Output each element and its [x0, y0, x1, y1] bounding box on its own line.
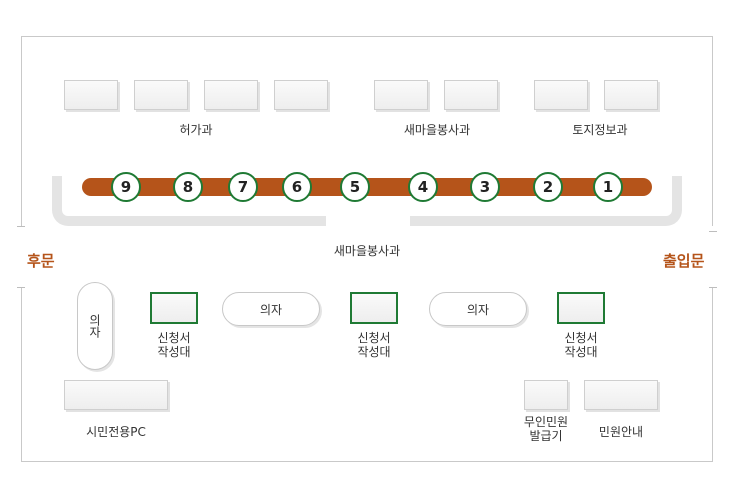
office-desk [374, 80, 428, 110]
window-9: 9 [111, 172, 141, 202]
wall-tick [709, 231, 717, 232]
citizen-pc-desk [64, 380, 168, 410]
window-5: 5 [340, 172, 370, 202]
window-1: 1 [593, 172, 623, 202]
window-6: 6 [282, 172, 312, 202]
window-2: 2 [533, 172, 563, 202]
room-wall-top [21, 36, 713, 226]
citizen-pc-label: 시민전용PC [86, 425, 146, 439]
office-desk [604, 80, 658, 110]
office-desk [134, 80, 188, 110]
chair-label: 의자 [87, 314, 102, 338]
counter-label: 새마을봉사과 [333, 244, 401, 258]
chair-label: 의자 [259, 302, 283, 317]
entrance-label: 출입문 [663, 252, 705, 270]
window-7: 7 [228, 172, 258, 202]
chair-horizontal: 의자 [429, 292, 527, 326]
wall-tick [17, 287, 25, 288]
form-desk-label: 신청서 작성대 [344, 331, 404, 359]
window-3: 3 [470, 172, 500, 202]
form-desk-label-line: 작성대 [564, 345, 598, 359]
info-desk [584, 380, 658, 410]
window-8: 8 [173, 172, 203, 202]
form-desk-label-line: 신청서 [564, 331, 598, 345]
chair-vertical: 의자 [77, 282, 113, 370]
form-desk-label-line: 신청서 [357, 331, 391, 345]
form-desk-label: 신청서 작성대 [551, 331, 611, 359]
office-desk [444, 80, 498, 110]
form-desk [150, 292, 198, 324]
counter-opening [326, 212, 410, 228]
wall-tick [709, 287, 717, 288]
form-desk-label-line: 작성대 [157, 345, 191, 359]
office-desk [64, 80, 118, 110]
rear-gate-label: 후문 [27, 252, 55, 270]
kiosk-label-line: 발급기 [529, 429, 563, 443]
form-desk-label: 신청서 작성대 [144, 331, 204, 359]
form-desk [350, 292, 398, 324]
form-desk-label-line: 신청서 [157, 331, 191, 345]
chair-horizontal: 의자 [222, 292, 320, 326]
section-label-saemaeul: 새마을봉사과 [403, 123, 471, 137]
info-desk-label: 민원안내 [598, 425, 644, 439]
kiosk-label: 무인민원 발급기 [516, 415, 576, 443]
section-label-land: 토지정보과 [572, 123, 628, 137]
kiosk-label-line: 무인민원 [523, 415, 569, 429]
section-label-permits: 허가과 [179, 123, 213, 137]
office-desk [204, 80, 258, 110]
window-4: 4 [408, 172, 438, 202]
wall-tick [17, 226, 25, 227]
kiosk [524, 380, 568, 410]
form-desk-label-line: 작성대 [357, 345, 391, 359]
chair-label: 의자 [466, 302, 490, 317]
office-desk [274, 80, 328, 110]
office-desk [534, 80, 588, 110]
room-wall-bottom [21, 287, 713, 462]
form-desk [557, 292, 605, 324]
